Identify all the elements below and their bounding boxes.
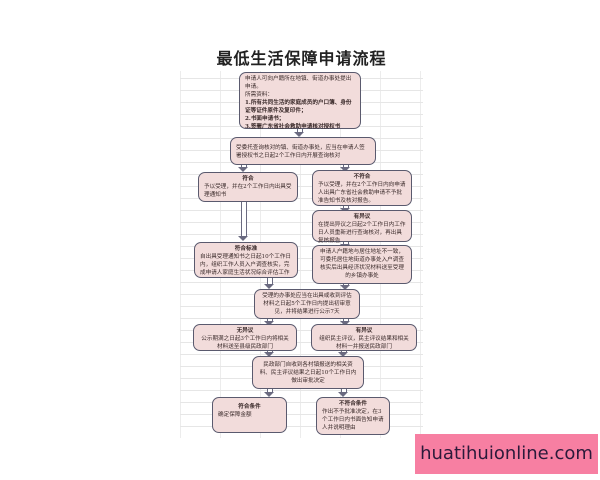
- watermark-label: huatihuionline.com: [415, 434, 598, 474]
- civil-affairs-text: 民政部门自收到各村镇报送的相关资料、民主评议结果之日起10个工作日内做出审批决定: [259, 362, 357, 384]
- node-verify: 受委托查询核对的镇、街道办事处，应当在申请人签署授权书之日起2个工作日内开展查询…: [230, 137, 376, 165]
- objection1-text: 在提出异议之日起2个工作日内工作日人员重新进行查询核对，再出具复核报告: [318, 222, 406, 244]
- arrow-down: [238, 165, 248, 172]
- node-accept: 符合 予以受理，并在2个工作日内出具受理通知书: [198, 172, 298, 202]
- arrow-down: [340, 165, 350, 172]
- node-preliminary-review: 受理的办事处应当在出具或收到评估材料之日起5个工作日内提出初审意见，并将结果进行…: [254, 289, 360, 319]
- accept-head: 符合: [242, 176, 254, 182]
- apply-item: 1.所有共同生活的家庭成员的户口簿、身份证等证件原件及复印件；: [245, 100, 352, 114]
- node-no-objection: 无异议 公示期满之日起3个工作日内将相关材料送至县级民政部门: [193, 324, 297, 351]
- objection1-head: 有异议: [353, 214, 371, 220]
- denied-text: 作出不予批准决定，在3个工作日内书面告知申请人并说明理由: [322, 409, 384, 431]
- arrow-down: [264, 389, 274, 397]
- node-has-objection: 有异议 组织民主评议，民主评议结果和相关材料一并报送民政部门: [311, 324, 417, 351]
- arrow-down: [340, 319, 350, 326]
- node-meets-standard: 符合标准 自出具受理通知书之日起10个工作日内，组织工作人员入户调查核实，完成申…: [194, 242, 298, 278]
- arrow-down: [264, 319, 274, 326]
- approved-head: 符合条件: [238, 404, 261, 410]
- review-text: 受理的办事处应当在出具或收到评估材料之日起5个工作日内提出初审意见，并将结果进行…: [262, 293, 352, 315]
- arrow-down: [340, 206, 350, 213]
- node-civil-affairs-approval: 民政部门自收到各村镇报送的相关资料、民主评议结果之日起10个工作日内做出审批决定: [252, 356, 364, 389]
- no-objection-head: 无异议: [236, 328, 254, 334]
- node-denied: 不符合条件 作出不予批准决定，在3个工作日内书面告知申请人并说明理由: [316, 397, 390, 435]
- arrow-down: [338, 389, 348, 397]
- mismatch-text: 申请人户籍地与居住地址不一致，可委托居住地街道办事处入户调查核实后出具经济状况材…: [320, 249, 404, 279]
- approved-text: 确定保障金额: [218, 412, 252, 418]
- denied-head: 不符合条件: [339, 401, 367, 407]
- accept-text: 予以受理，并在2个工作日内出具受理通知书: [204, 184, 292, 198]
- node-objection-retry: 有异议 在提出异议之日起2个工作日内工作日人员重新进行查询核对，再出具复核报告: [312, 210, 412, 244]
- arrow-down: [238, 202, 248, 241]
- apply-intro: 申请人可向户籍所在地镇、街道办事处提出申请。: [245, 76, 352, 90]
- node-approved: 符合条件 确定保障金额: [212, 397, 287, 433]
- arrow-down: [338, 351, 348, 357]
- reject-head: 不符合: [353, 174, 371, 180]
- flowchart-title: 最低生活保障申请流程: [180, 42, 423, 71]
- apply-materials-label: 所需资料：: [245, 92, 273, 98]
- node-apply: 申请人可向户籍所在地镇、街道办事处提出申请。 所需资料： 1.所有共同生活的家庭…: [239, 72, 361, 130]
- no-objection-text: 公示期满之日起3个工作日内将相关材料送至县级民政部门: [201, 336, 289, 350]
- arrow-down: [264, 351, 274, 357]
- has-objection-head: 有异议: [355, 328, 373, 334]
- has-objection-text: 组织民主评议，民主评议结果和相关材料一并报送民政部门: [319, 336, 409, 350]
- arrow-down: [294, 129, 304, 137]
- arrow-down: [264, 278, 274, 289]
- apply-item: 3.签署广东省社会救助申请核对授权书: [245, 124, 341, 130]
- standard-head: 符合标准: [234, 246, 258, 252]
- node-reject: 不符合 予以受理，并在2个工作日内向申请人出具广东省社会救助申请不予批准告知书及…: [312, 170, 412, 206]
- node-residence-mismatch: 申请人户籍地与居住地址不一致，可委托居住地街道办事处入户调查核实后出具经济状况材…: [312, 245, 412, 284]
- verify-text: 受委托查询核对的镇、街道办事处，应当在申请人签署授权书之日起2个工作日内开展查询…: [236, 145, 365, 159]
- reject-text: 予以受理，并在2个工作日内向申请人出具广东省社会救助申请不予批准告知书及核对报告…: [318, 182, 406, 204]
- apply-item: 2.书面申请书；: [245, 116, 285, 122]
- standard-text: 自出具受理通知书之日起10个工作日内，组织工作人员入户调查核实，完成申请人家庭生…: [200, 254, 292, 276]
- arrow-down: [340, 284, 350, 290]
